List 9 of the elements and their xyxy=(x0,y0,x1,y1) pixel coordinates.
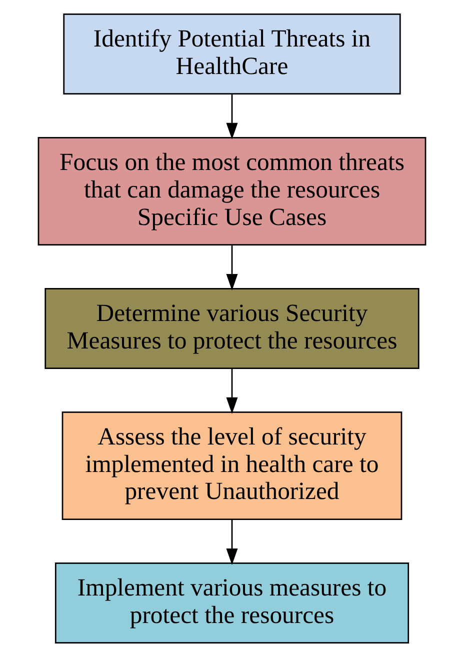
node-box: Focus on the most common threats that can damage the resources Specific Use Cases xyxy=(38,137,426,246)
node-box: Identify Potential Threats in HealthCare xyxy=(63,14,401,94)
node-box: Determine various Security Measures to protect the resources xyxy=(44,288,420,369)
arrow xyxy=(226,94,238,140)
arrow xyxy=(226,368,238,414)
node-box: Implement various measures to protect the resources xyxy=(54,562,410,644)
node-box: Assess the level of security implemented in health care to prevent Unauthorized xyxy=(62,412,402,520)
arrow xyxy=(226,245,238,290)
arrow xyxy=(226,520,238,565)
